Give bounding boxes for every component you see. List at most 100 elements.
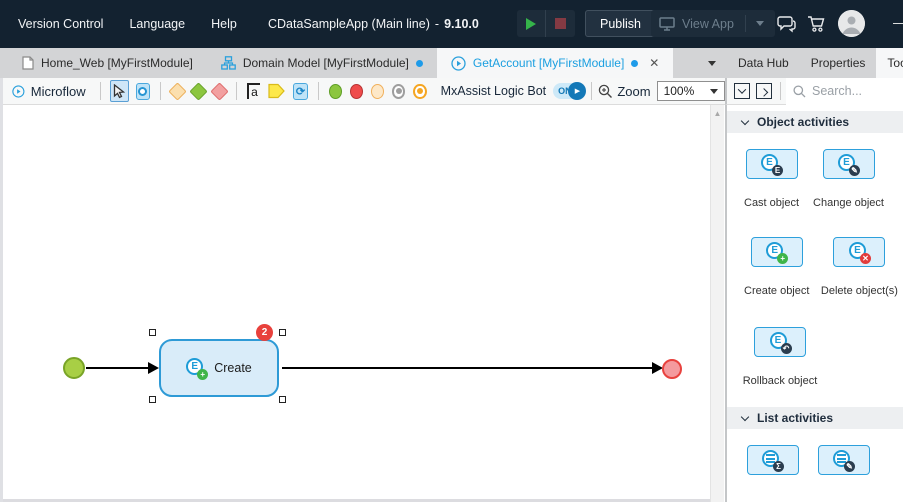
- create-object-button[interactable]: E +: [750, 237, 803, 267]
- change-list-button[interactable]: ✎: [817, 445, 870, 475]
- divider: [317, 82, 319, 100]
- activity-icon: [138, 86, 148, 96]
- marketplace-button[interactable]: [804, 12, 828, 36]
- editor-type-label: Microflow: [30, 83, 86, 99]
- stop-button[interactable]: [546, 10, 575, 37]
- merge-tool-button[interactable]: [189, 81, 208, 101]
- person-icon: [838, 10, 865, 37]
- tab-properties[interactable]: Properties: [810, 56, 866, 70]
- expand-all-button[interactable]: [756, 83, 772, 99]
- selection-handle[interactable]: [149, 329, 156, 336]
- end-event-tool-button[interactable]: [349, 83, 363, 99]
- divider: [99, 82, 101, 100]
- tab-getaccount[interactable]: GetAccount [MyFirstModule] ✕: [436, 48, 674, 78]
- toolbox-row: E E Cast object E ✎ Change object: [727, 149, 903, 209]
- tab-toolbox[interactable]: Toolbox: [876, 48, 903, 78]
- user-avatar[interactable]: [838, 10, 865, 37]
- microflow-icon: [451, 55, 466, 71]
- toolbox-search-input[interactable]: [812, 84, 902, 98]
- end-event-node[interactable]: [662, 359, 682, 379]
- aggregate-list-button[interactable]: Σ: [746, 445, 799, 475]
- menu-help[interactable]: Help: [211, 17, 237, 31]
- chevron-down-icon: [708, 60, 716, 66]
- error-count-badge[interactable]: 2: [256, 324, 273, 341]
- activity-tool-button[interactable]: [135, 82, 151, 100]
- mx-assist-toggle[interactable]: ON ▶: [553, 82, 587, 100]
- toolbox-item-change-list[interactable]: ✎: [815, 445, 872, 475]
- create-object-icon: E +: [186, 358, 209, 380]
- tab-data-hub[interactable]: Data Hub: [738, 56, 789, 70]
- inner-dot: [416, 88, 423, 94]
- microflow-canvas[interactable]: E + Create 2: [0, 105, 710, 502]
- sequence-flow[interactable]: [86, 367, 149, 369]
- zoom-level-select[interactable]: 100%: [656, 81, 725, 101]
- toggle-knob-icon: ▶: [568, 82, 587, 100]
- aggregate-list-icon: Σ: [762, 450, 784, 472]
- change-object-icon: E ✎: [838, 154, 860, 176]
- tab-bar: Home_Web [MyFirstModule] Domain Model [M…: [0, 48, 903, 78]
- rollback-object-button[interactable]: E ↶: [754, 327, 806, 357]
- view-app-dropdown-caret-icon[interactable]: [755, 21, 764, 26]
- run-button[interactable]: [517, 10, 546, 37]
- toolbox-item-cast-object[interactable]: E E Cast object: [744, 149, 799, 209]
- close-tab-icon[interactable]: ✕: [649, 56, 660, 70]
- start-event-node[interactable]: [63, 357, 85, 379]
- section-object-activities[interactable]: Object activities: [727, 111, 903, 133]
- item-label: Create object: [744, 285, 810, 297]
- change-object-button[interactable]: E ✎: [822, 149, 875, 179]
- menu-bar: Version Control Language Help: [18, 0, 237, 48]
- tab-domain-model[interactable]: Domain Model [MyFirstModule]: [207, 48, 437, 78]
- toolbox-item-create-object[interactable]: E + Create object: [744, 237, 809, 297]
- cast-object-button[interactable]: E E: [745, 149, 798, 179]
- canvas-vertical-scrollbar[interactable]: ▲: [710, 105, 724, 502]
- shopping-cart-icon: [807, 16, 824, 32]
- arrowhead-icon: [652, 362, 663, 374]
- selection-handle[interactable]: [279, 396, 286, 403]
- toolbox-item-rollback-object[interactable]: E ↶ Rollback object: [742, 327, 818, 387]
- scroll-up-arrow-icon[interactable]: ▲: [713, 109, 722, 118]
- collapse-all-button[interactable]: [734, 83, 750, 99]
- toolbox-item-change-object[interactable]: E ✎ Change object: [813, 149, 884, 209]
- tab-home-web[interactable]: Home_Web [MyFirstModule]: [8, 48, 207, 78]
- start-event-tool-button[interactable]: [328, 83, 342, 99]
- bottom-edge-strip: [3, 499, 710, 502]
- domain-model-icon: [220, 56, 236, 70]
- annotation-tool-button[interactable]: a: [246, 83, 261, 99]
- error-event-tool-button[interactable]: [413, 83, 427, 99]
- window-minimize-button[interactable]: —: [893, 14, 903, 30]
- section-list-activities[interactable]: List activities: [727, 407, 903, 429]
- toolbox-item-aggregate-list[interactable]: Σ: [744, 445, 801, 475]
- delete-object-button[interactable]: E ✕: [833, 237, 886, 267]
- create-object-icon: E +: [766, 242, 789, 264]
- decision-icon: [168, 81, 187, 101]
- view-app-button[interactable]: View App: [682, 16, 734, 31]
- menu-language[interactable]: Language: [129, 17, 186, 31]
- decision-tool-button[interactable]: [168, 81, 187, 101]
- microflow-toolbar: Microflow a ⟳ MxAssist Logic Bot ON ▶ Zo…: [0, 78, 725, 105]
- publish-button[interactable]: Publish: [585, 10, 656, 37]
- parameter-tool-button[interactable]: [268, 83, 285, 99]
- feedback-button[interactable]: [775, 12, 799, 36]
- sequence-flow[interactable]: [282, 367, 653, 369]
- toolbox-row: E + Create object E ✕ Delete object(s): [727, 237, 903, 297]
- cast-object-icon: E E: [761, 154, 784, 176]
- selection-handle[interactable]: [279, 329, 286, 336]
- toolbox-item-delete-object[interactable]: E ✕ Delete object(s): [821, 237, 898, 297]
- app-title: CDataSampleApp (Main line) - 9.10.0: [268, 17, 479, 31]
- continue-event-tool-button[interactable]: [370, 83, 384, 99]
- selection-handle[interactable]: [149, 396, 156, 403]
- item-label: Rollback object: [742, 375, 818, 387]
- page-icon: [22, 56, 34, 70]
- divider: [160, 82, 162, 100]
- break-event-tool-button[interactable]: [391, 83, 406, 99]
- top-bar: Version Control Language Help CDataSampl…: [0, 0, 903, 48]
- menu-version-control[interactable]: Version Control: [18, 17, 104, 31]
- loop-tool-button[interactable]: ⟳: [293, 82, 308, 100]
- tab-overflow-button[interactable]: [701, 48, 723, 78]
- select-tool-button[interactable]: [109, 80, 129, 102]
- toolbox-toolbar: [725, 77, 903, 105]
- toolbox-search: [786, 77, 903, 105]
- create-object-activity-node[interactable]: E + Create: [159, 339, 279, 397]
- error-handler-tool-button[interactable]: [210, 81, 229, 101]
- item-label: Cast object: [744, 197, 800, 209]
